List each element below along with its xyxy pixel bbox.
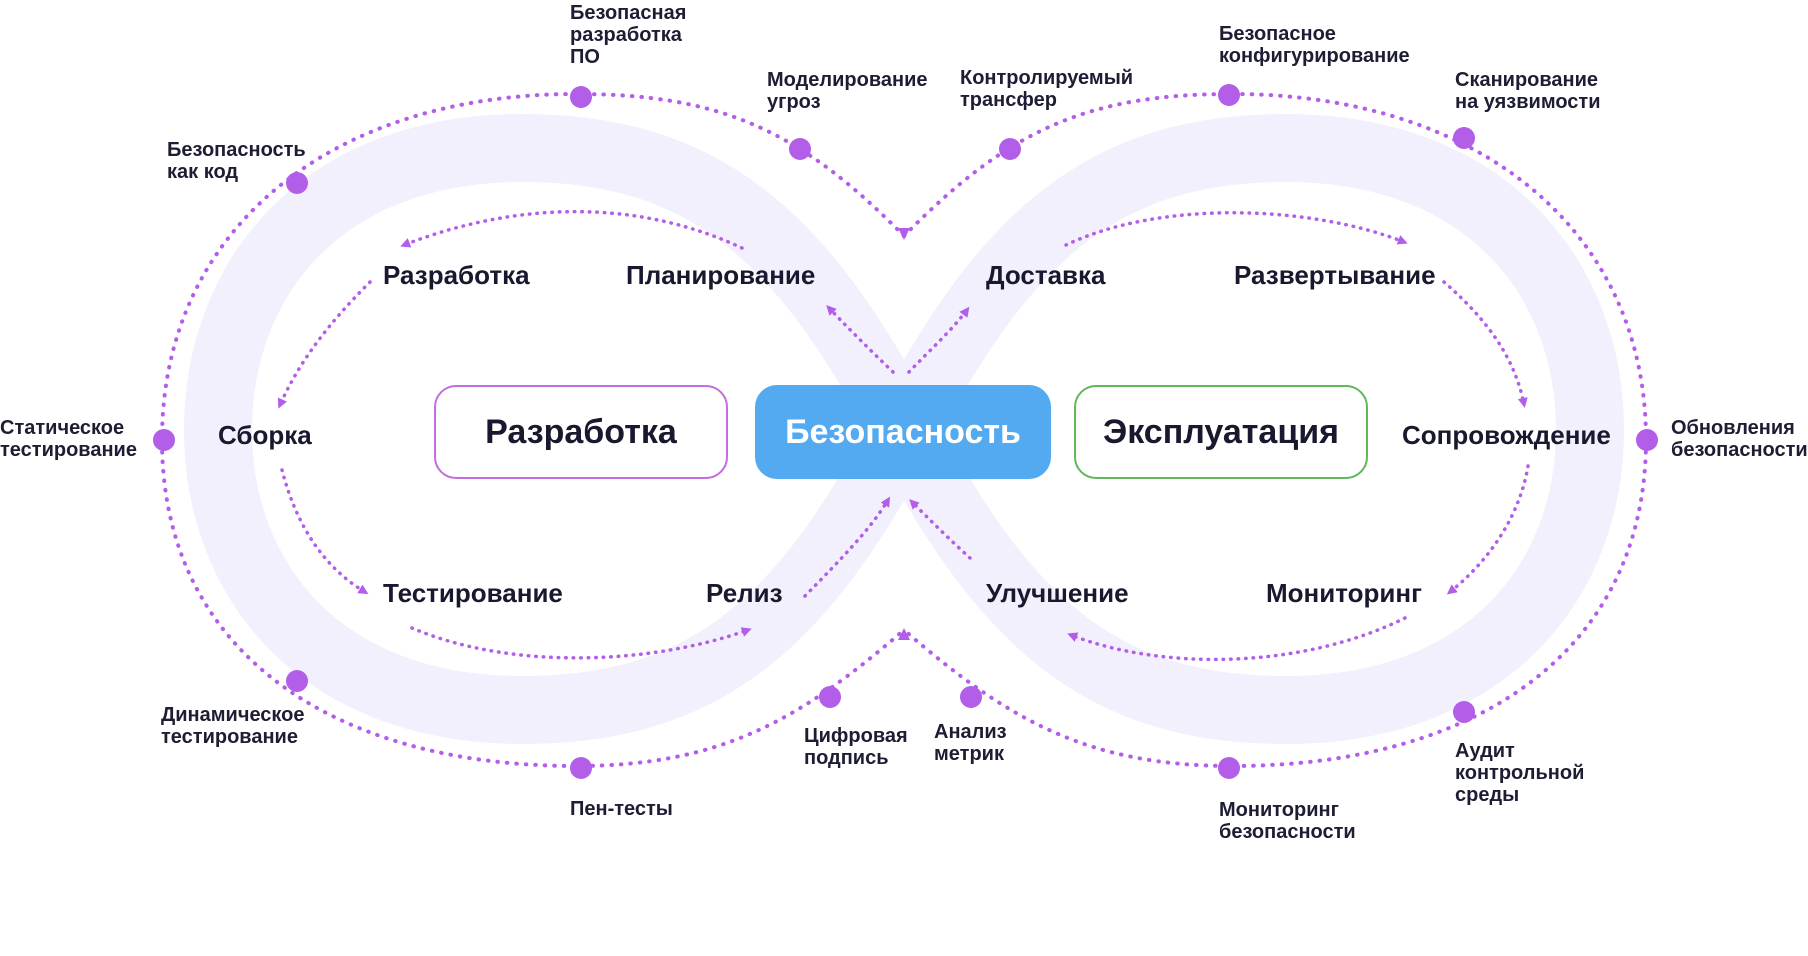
dot-digital-signature xyxy=(819,686,841,708)
arrow-monitoring-to-improvement xyxy=(1067,616,1407,662)
outer-top-arrow xyxy=(898,228,910,240)
outer-practice-dots xyxy=(153,84,1658,779)
outer-loop-left xyxy=(159,91,906,769)
arrow-delivery-to-deployment xyxy=(1064,211,1408,247)
practice-security-monitoring: Мониторинг безопасности xyxy=(1219,799,1356,843)
arrow-support-to-monitoring xyxy=(1446,464,1530,595)
practice-secure-config: Безопасное конфигурирование xyxy=(1219,23,1410,67)
stage-testing: Тестирование xyxy=(383,578,563,608)
inner-flow-arrows xyxy=(277,209,1530,662)
dot-static-testing xyxy=(153,429,175,451)
dot-security-monitoring xyxy=(1218,757,1240,779)
stage-build: Сборка xyxy=(218,420,312,450)
practice-secure-dev: Безопасная разработка ПО xyxy=(570,2,687,68)
arrow-build-to-testing xyxy=(280,468,369,595)
arrow-planning-to-development xyxy=(400,209,744,250)
arrow-deployment-to-support xyxy=(1442,280,1528,408)
dot-pen-tests xyxy=(570,757,592,779)
arrow-improvement-to-security xyxy=(909,499,972,560)
dot-controlled-transfer xyxy=(999,138,1021,160)
practice-pen-tests: Пен-тесты xyxy=(570,798,673,820)
stage-support: Сопровождение xyxy=(1402,420,1611,450)
practice-controlled-transfer: Контролируемый трансфер xyxy=(960,67,1134,111)
practice-security-as-code: Безопасность как код xyxy=(167,139,306,183)
practice-dynamic-testing: Динамическое тестирование xyxy=(161,704,305,748)
practice-vuln-scanning: Сканирование на уязвимости xyxy=(1455,69,1601,113)
arrow-security-to-planning xyxy=(826,305,895,374)
stage-deployment: Развертывание xyxy=(1234,260,1436,290)
dot-vuln-scanning xyxy=(1453,127,1475,149)
dot-security-as-code xyxy=(286,172,308,194)
dot-dynamic-testing xyxy=(286,670,308,692)
dot-metrics-analysis xyxy=(960,686,982,708)
outer-loop-right xyxy=(902,91,1649,769)
stage-delivery: Доставка xyxy=(986,260,1106,290)
practice-static-testing: Статическое тестирование xyxy=(0,417,137,461)
dot-threat-modeling xyxy=(789,138,811,160)
dot-security-updates xyxy=(1636,429,1658,451)
dot-secure-dev xyxy=(570,86,592,108)
practice-threat-modeling: Моделирование угроз xyxy=(767,69,928,113)
dot-environment-audit xyxy=(1453,701,1475,723)
stage-improvement: Улучшение xyxy=(986,578,1129,608)
arrow-release-to-security xyxy=(803,496,891,598)
arrow-development-to-build xyxy=(277,280,372,409)
security-core-box: Безопасность xyxy=(755,385,1051,479)
development-phase-box: Разработка xyxy=(434,385,728,479)
stage-release: Релиз xyxy=(706,578,783,608)
practice-digital-signature: Цифровая подпись xyxy=(804,725,908,769)
stage-monitoring: Мониторинг xyxy=(1266,578,1422,608)
arrow-testing-to-release xyxy=(410,626,752,660)
arrow-security-to-delivery xyxy=(907,306,970,374)
practice-security-updates: Обновления безопасности xyxy=(1671,417,1808,461)
dot-secure-config xyxy=(1218,84,1240,106)
operations-phase-box: Эксплуатация xyxy=(1074,385,1368,479)
outer-bottom-arrow xyxy=(898,628,910,640)
stage-development: Разработка xyxy=(383,260,530,290)
practice-environment-audit: Аудит контрольной среды xyxy=(1455,740,1585,806)
practice-metrics-analysis: Анализ метрик xyxy=(934,721,1007,765)
stage-planning: Планирование xyxy=(626,260,816,290)
